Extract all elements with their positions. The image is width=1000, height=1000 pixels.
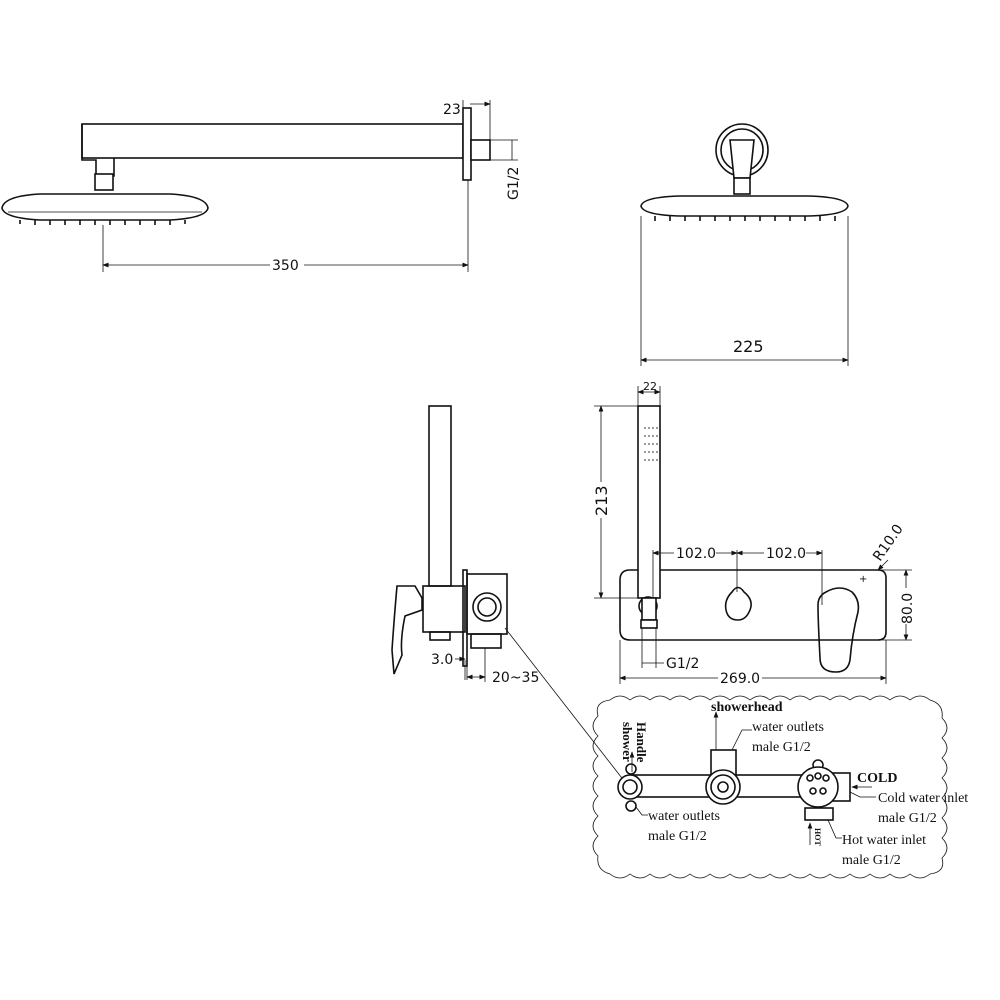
dim-spacing-right: 102.0 — [766, 546, 806, 562]
showerhead-label: showerhead — [711, 700, 783, 715]
dim-spacing-left: 102.0 — [676, 546, 716, 562]
left-outlet-thread-label: male G1/2 — [648, 829, 707, 844]
cold-inlet-label: Cold water inlet — [878, 791, 968, 806]
left-outlet-label: water outlets — [648, 809, 720, 824]
handle-shower-label-line2: shower — [620, 722, 635, 762]
dim-plate-width: 269.0 — [720, 671, 760, 687]
handle-shower-label-line1: Handle — [634, 722, 649, 763]
dim-corner-radius: R10.0 — [870, 522, 907, 565]
detail-leader-line — [504, 627, 626, 783]
hot-label: HOT — [813, 828, 822, 846]
top-outlet-label: water outlets — [752, 720, 824, 735]
dim-plate-thickness: 3.0 — [431, 652, 453, 668]
svg-text:+: + — [859, 574, 867, 585]
hot-inlet-thread-label: male G1/2 — [842, 853, 901, 868]
dim-handle-width: 22 — [643, 380, 657, 393]
valve-detail-callout: showerhead water outlets male G1/2 Handl… — [592, 695, 968, 879]
cold-inlet-thread-label: male G1/2 — [878, 811, 937, 826]
dim-handle-height: 213 — [592, 485, 611, 516]
dim-outlet-thread: G1/2 — [666, 656, 699, 672]
dim-arm-length: 350 — [272, 258, 299, 274]
dim-plate-height: 80.0 — [900, 593, 916, 624]
dim-head-diameter: 225 — [733, 337, 764, 356]
shower-arm-side-view: 23 G1/2 350 — [1, 100, 522, 274]
dim-arm-thread: G1/2 — [506, 167, 522, 200]
cold-label: COLD — [857, 771, 897, 786]
mixer-side-view: 3.0 20~35 — [391, 405, 626, 783]
top-outlet-thread-label: male G1/2 — [752, 740, 811, 755]
shower-head-front-view: 225 — [640, 123, 849, 366]
hand-shower-front-view: + 22 213 102.0 102.0 R10.0 80.0 — [592, 380, 916, 687]
hot-inlet-label: Hot water inlet — [842, 833, 926, 848]
dim-flange-depth: 23 — [443, 102, 461, 118]
dim-wall-depth: 20~35 — [492, 670, 539, 686]
